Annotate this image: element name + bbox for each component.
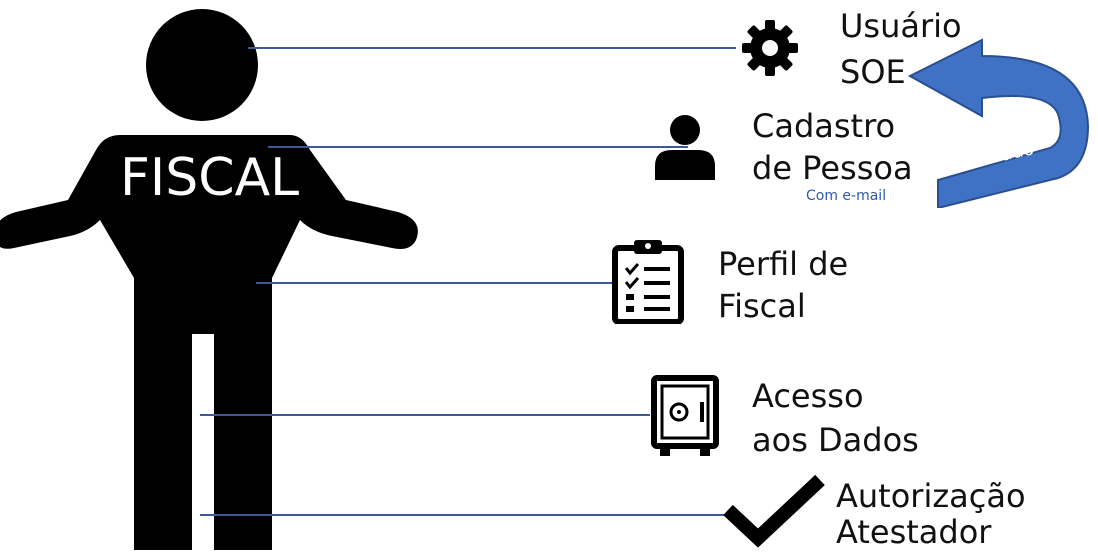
item-label-line1: Autorização [836,477,1026,515]
connector-line [214,414,650,416]
connector-line [248,47,736,49]
person-label: FISCAL [120,148,300,208]
clipboard-checklist-icon [612,240,684,324]
connector-line [256,282,616,284]
checkmark-icon [723,474,825,548]
item-label-line2: Fiscal [718,287,806,325]
item-label-line1: Perfil de [718,245,849,283]
item-label-line2: aos Dados [752,421,919,459]
item-label-line1: Usuário [840,7,962,45]
item-label-line1: Cadastro [752,107,896,145]
item-label-line2: Atestador [836,513,992,551]
item-label-line1: Acesso [752,377,864,415]
connector-line [214,514,730,516]
curved-arrow [907,38,1090,208]
person-icon [655,115,715,180]
item-label-line2: SOE [840,53,906,91]
connector-line [268,146,688,148]
item-label-line2: de Pessoa [752,149,913,187]
item-note: Com e-mail [806,188,887,204]
safe-icon [651,375,719,456]
gear-icon [742,20,798,76]
